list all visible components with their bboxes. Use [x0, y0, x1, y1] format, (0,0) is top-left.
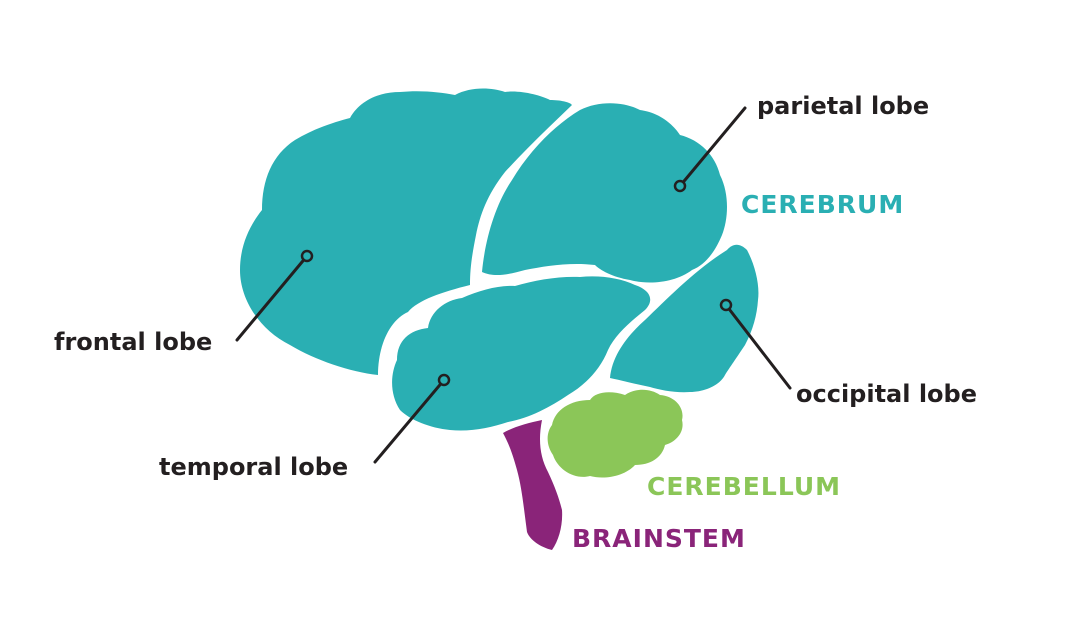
frontal-lobe-shape [240, 88, 572, 375]
cerebellum-label: CEREBELLUM [647, 472, 841, 501]
cerebrum-label: CEREBRUM [741, 190, 904, 219]
occipital-lobe-pointer [719, 298, 792, 390]
temporal-lobe-pointer [373, 373, 451, 464]
parietal-lobe-shape [482, 103, 727, 283]
frontal-lobe-pointer [235, 249, 314, 342]
temporal-lobe-shape [392, 276, 651, 431]
occipital-lobe-label: occipital lobe [796, 380, 977, 408]
brainstem-shape [503, 420, 563, 550]
occipital-lobe-shape [610, 244, 759, 393]
parietal-lobe-label: parietal lobe [757, 92, 929, 120]
cerebellum-shape [547, 389, 683, 478]
parietal-lobe-pointer [673, 106, 747, 193]
temporal-lobe-label: temporal lobe [159, 453, 348, 481]
brainstem-label: BRAINSTEM [572, 524, 746, 553]
frontal-lobe-label: frontal lobe [54, 328, 212, 356]
